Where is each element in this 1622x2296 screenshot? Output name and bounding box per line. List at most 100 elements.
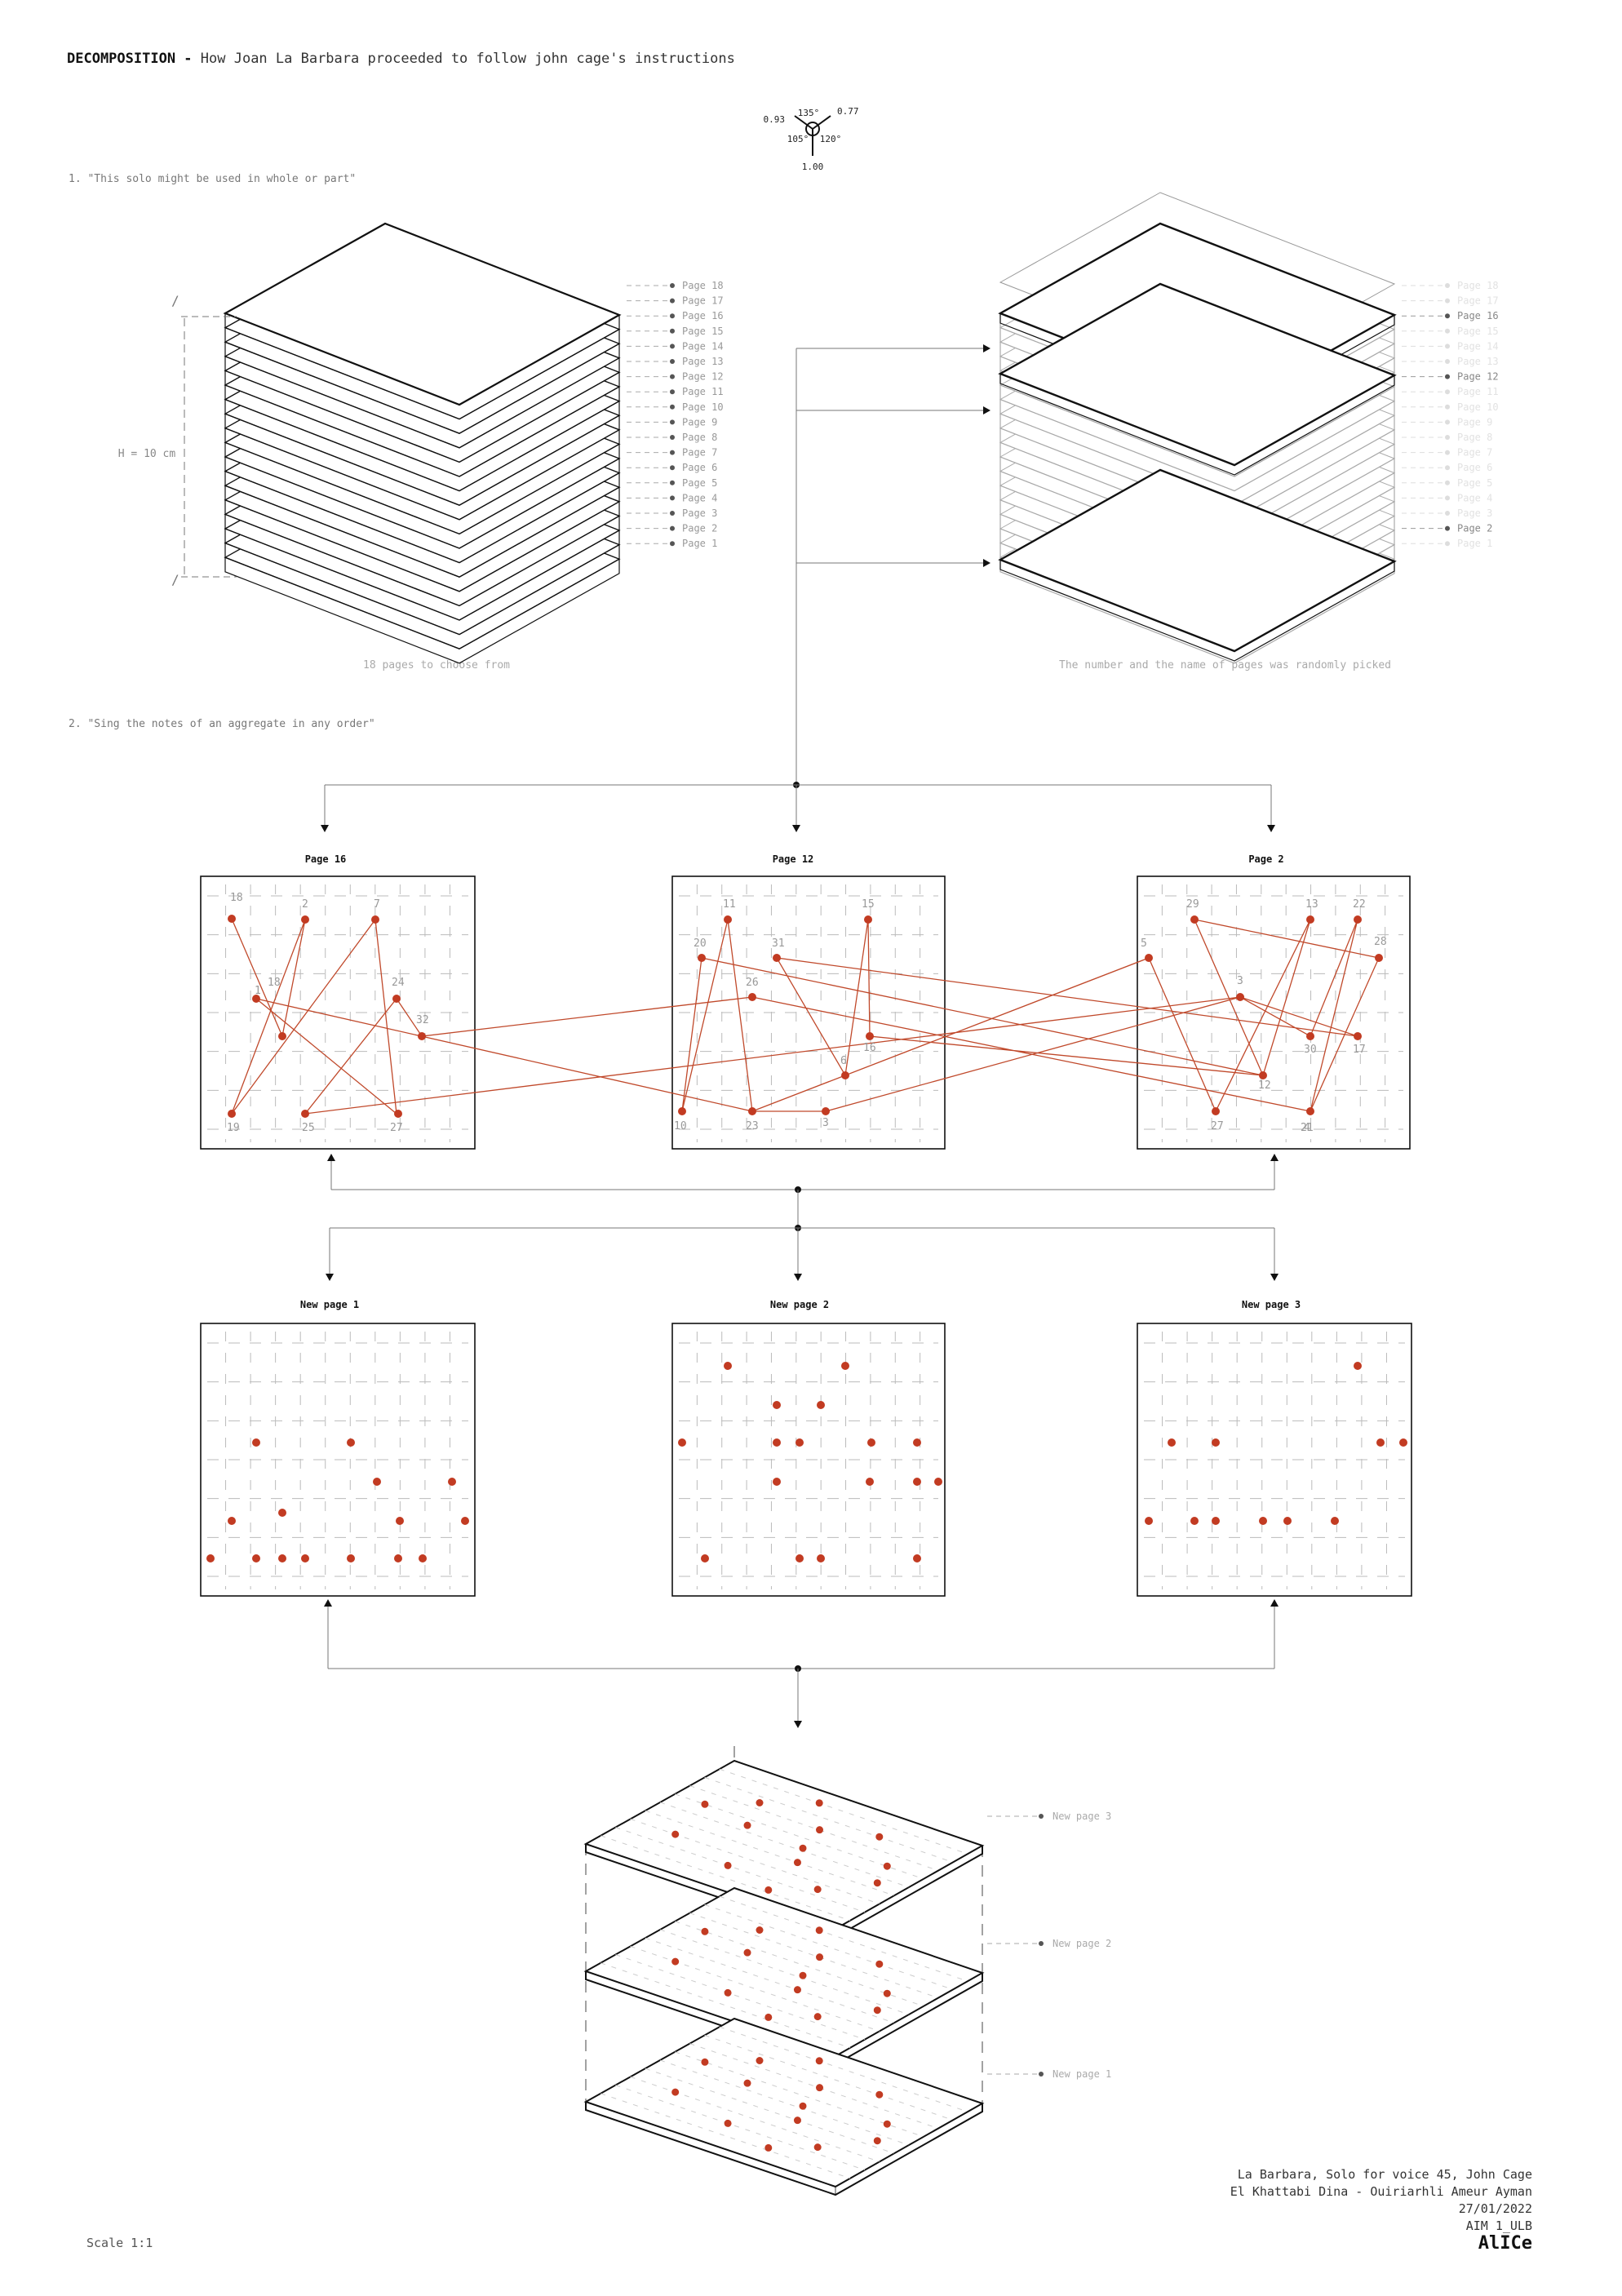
note-dot — [756, 1926, 764, 1934]
axis-label: 105° — [787, 134, 809, 144]
note-label: 21 — [1301, 1122, 1314, 1134]
page-label: Page 8 — [1457, 432, 1492, 443]
note-dot — [419, 1554, 427, 1562]
credit-course: AIM 1_ULB — [1465, 2218, 1532, 2233]
arrow-icon — [324, 1599, 332, 1607]
note-dot — [461, 1517, 469, 1525]
staff-line — [615, 2085, 866, 2171]
note-dot — [1259, 1517, 1267, 1525]
page-layer — [224, 428, 620, 535]
page-layer — [999, 385, 1395, 492]
note-dot — [773, 1401, 781, 1409]
note-label: 3 — [822, 1117, 829, 1129]
note-dot — [817, 1401, 825, 1409]
page-leader-dot — [1445, 404, 1450, 410]
note-dot — [864, 915, 872, 924]
note-dot — [1306, 1107, 1314, 1115]
page-leader-dot — [1445, 435, 1450, 440]
staff-line — [704, 1776, 954, 1863]
note-dot — [252, 1438, 260, 1447]
note-dot — [764, 1886, 773, 1894]
note-dot — [228, 1110, 236, 1118]
staff-line — [689, 1913, 939, 1999]
page-layer — [223, 222, 622, 406]
page-label: Page 9 — [682, 416, 717, 428]
note-dot — [1306, 1032, 1314, 1040]
arrow-icon — [1267, 825, 1275, 832]
note-dot — [875, 1833, 884, 1841]
arrow-icon — [1270, 1274, 1279, 1281]
note-label: 24 — [392, 977, 405, 989]
left-stack-caption: 18 pages to choose from — [363, 659, 511, 672]
step2-label: 2. "Sing the notes of an aggregate in an… — [69, 718, 375, 730]
note-label: 16 — [863, 1042, 876, 1054]
note-dot — [1190, 915, 1199, 924]
page-label: Page 12 — [1457, 371, 1499, 383]
note-dot — [701, 1800, 709, 1808]
note-dot — [724, 915, 732, 924]
page-leader-dot — [670, 511, 675, 516]
staff-line — [659, 2059, 910, 2146]
source-page-title: Page 16 — [304, 853, 347, 865]
note-dot — [392, 995, 401, 1003]
note-label: 11 — [723, 898, 736, 911]
note-dot — [913, 1438, 921, 1447]
page-label: Page 14 — [1457, 340, 1499, 352]
page-leader-dot — [670, 328, 675, 334]
note-dot — [418, 1032, 426, 1040]
staff-line — [600, 1835, 851, 1921]
note-dot — [394, 1554, 402, 1562]
page-label: Page 13 — [1457, 356, 1499, 367]
page-leader-dot — [1445, 313, 1450, 319]
page-label: Page 6 — [682, 462, 717, 473]
page-layer — [224, 485, 620, 592]
stack-label: New page 2 — [1053, 1938, 1111, 1949]
note-dot — [1399, 1438, 1407, 1447]
page-leader-dot — [670, 389, 675, 395]
page-2-selected — [998, 468, 1397, 653]
note-dot — [743, 1948, 751, 1957]
note-dot — [841, 1362, 849, 1370]
page-leader-dot — [670, 435, 675, 440]
page-layer — [224, 442, 620, 549]
note-dot — [875, 2090, 884, 2099]
arrow-icon — [1270, 1154, 1279, 1161]
staff-line — [645, 2068, 895, 2154]
staff-line — [719, 1768, 968, 1855]
note-dot — [1259, 1071, 1267, 1079]
page-leader-dot — [1039, 1814, 1044, 1819]
note-label: 20 — [694, 937, 707, 950]
note-dot — [793, 1859, 801, 1867]
note-dot — [1168, 1438, 1176, 1447]
page-leader-dot — [1445, 344, 1450, 349]
page-layer — [224, 342, 620, 449]
page-layer — [224, 414, 620, 521]
note-dot — [883, 1862, 891, 1870]
note-dot — [866, 1032, 874, 1040]
page-leader-dot — [1039, 2072, 1044, 2077]
note-dot — [347, 1554, 355, 1562]
note-dot — [301, 915, 309, 924]
note-label: 30 — [1304, 1044, 1317, 1056]
note-dot — [764, 2013, 773, 2021]
note-dot — [396, 1517, 404, 1525]
note-dot — [883, 1989, 891, 1997]
logo: AlICe — [1478, 2233, 1532, 2254]
page-leader-dot — [1039, 1941, 1044, 1946]
note-dot — [1145, 1517, 1153, 1525]
axis-icon — [794, 115, 813, 130]
note-dot — [373, 1478, 381, 1486]
page-label: Page 18 — [682, 280, 724, 291]
page-label: Page 18 — [1457, 280, 1499, 291]
staff-line — [615, 1827, 866, 1913]
note-dot — [701, 2058, 709, 2066]
staff-line — [630, 1818, 880, 1904]
note-dot — [724, 1988, 732, 1997]
note-label: 29 — [1186, 898, 1199, 911]
page-label: Page 5 — [682, 477, 717, 489]
note-dot — [813, 2013, 822, 2021]
note-label: 6 — [840, 1055, 847, 1067]
page-leader-dot — [670, 404, 675, 410]
note-label: 3 — [1237, 975, 1243, 987]
